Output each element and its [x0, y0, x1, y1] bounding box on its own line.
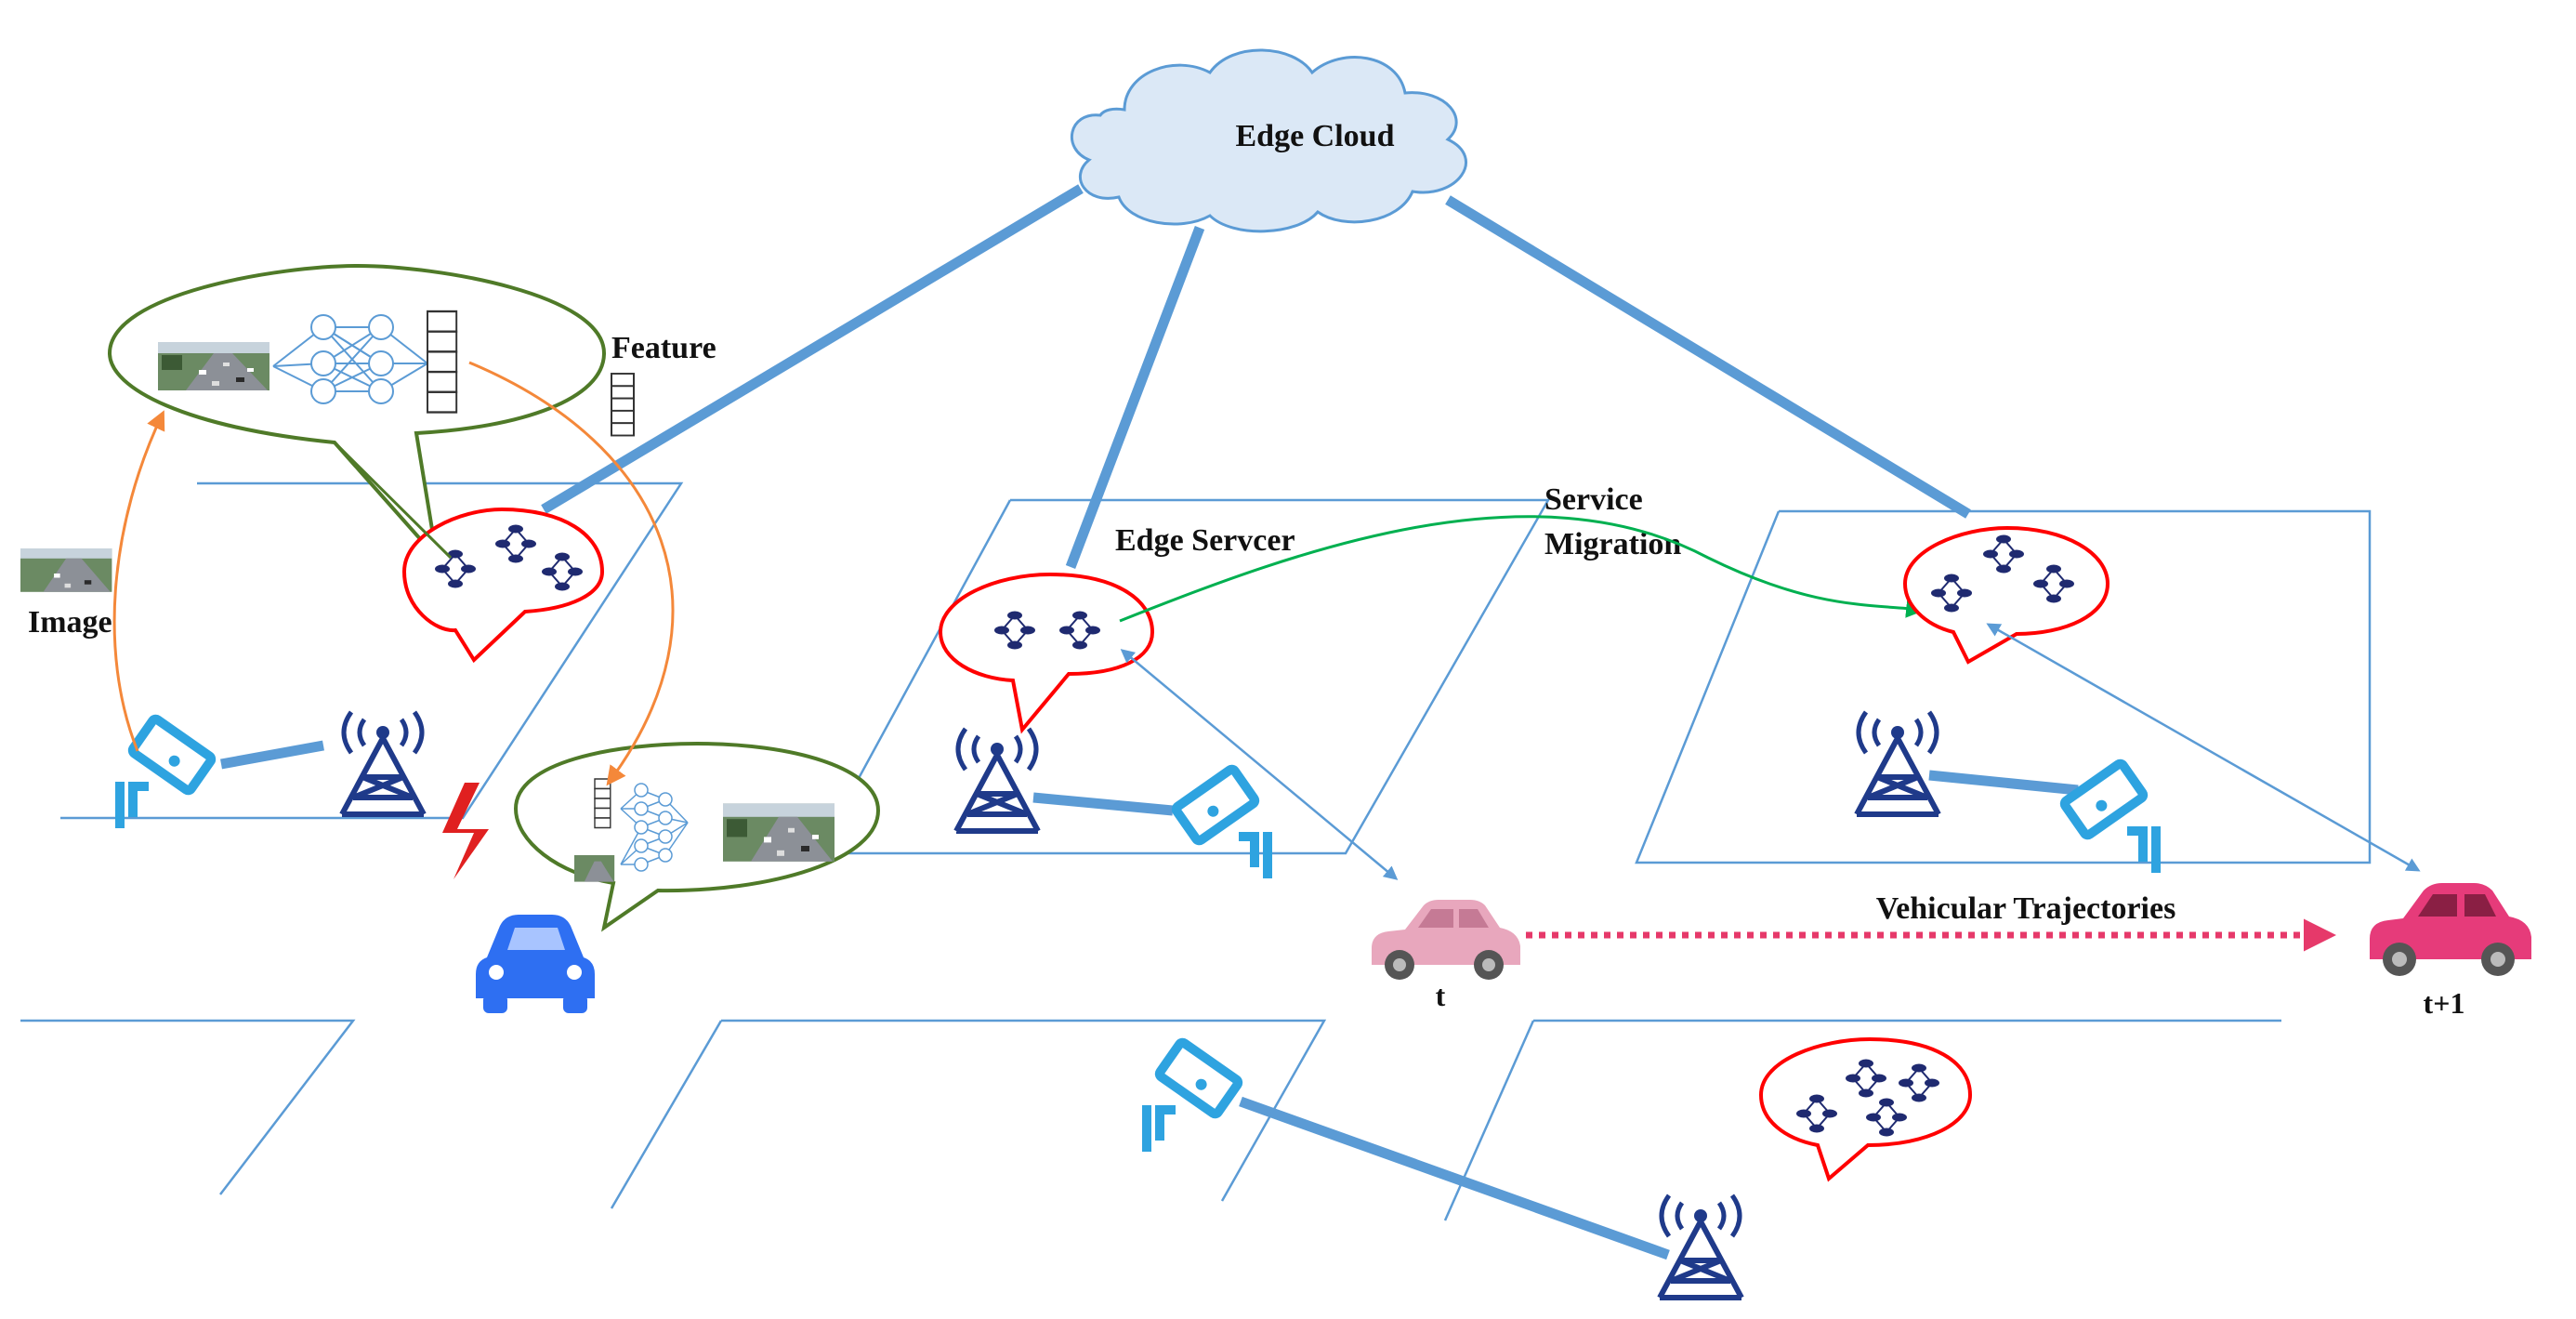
traffic-image-icon — [723, 803, 835, 862]
backhaul-links — [541, 184, 1971, 569]
road-curb-1 — [20, 1019, 356, 1195]
edge-server-bubble-right — [1902, 525, 2110, 665]
edge-cloud-label: Edge Cloud — [1236, 119, 1395, 153]
camera-icon — [2063, 762, 2156, 868]
decoder-bubble — [513, 741, 881, 932]
camera-icon — [1147, 1041, 1240, 1147]
car-server-link-t1 — [1986, 623, 2421, 872]
edge-server-bubble-left — [401, 507, 605, 664]
car-icon — [476, 915, 595, 1013]
feature-return-arrow — [468, 361, 675, 786]
trajectory-label: Vehicular Trajectories — [1876, 891, 2176, 926]
service-migration-label-2: Migration — [1544, 527, 1681, 561]
encoder-bubble — [107, 263, 607, 564]
time-t-label: t — [1436, 979, 1446, 1012]
road-curb-3b — [1443, 1020, 1535, 1221]
feature-vector-icon — [427, 310, 458, 414]
tower-icon — [956, 729, 1038, 831]
speech-bubble-red — [938, 572, 1155, 734]
tower-icon — [1857, 712, 1939, 814]
lightning-icon — [442, 783, 489, 879]
tower-icon — [342, 712, 424, 814]
camera-tower-link — [1239, 1096, 1670, 1260]
edge-server-bubble-middle — [938, 572, 1155, 734]
tower-camera-link — [1032, 792, 1174, 816]
service-migration-label-1: Service — [1544, 482, 1643, 517]
edge-server-bubble-bottom — [1758, 1036, 1973, 1182]
backhaul-left — [541, 184, 1084, 514]
service-migration-arrow — [1119, 515, 1926, 623]
car-server-link-t — [1120, 649, 1399, 880]
cloud-icon — [1071, 48, 1467, 233]
speech-bubble-green — [107, 263, 607, 564]
car-icon — [1372, 900, 1520, 980]
camera-tower-link — [220, 740, 324, 770]
car-icon — [2370, 883, 2531, 976]
speech-bubble-red — [1758, 1036, 1973, 1182]
camera-icon — [120, 718, 213, 824]
road-block-1 — [60, 481, 684, 820]
tower-icon — [1660, 1195, 1741, 1298]
feature-label: Feature — [611, 331, 716, 365]
edge-cloud: Edge Cloud — [1071, 48, 1467, 233]
feature-vector-icon — [611, 373, 635, 437]
neural-network-icon — [620, 783, 689, 872]
image-label: Image — [28, 605, 112, 640]
speech-bubble-red — [401, 507, 605, 664]
edge-server-label: Edge Servcer — [1115, 523, 1295, 558]
feature-vector-icon — [594, 778, 611, 829]
neural-network-icon — [272, 314, 428, 404]
backhaul-right — [1445, 195, 1971, 519]
backhaul-middle — [1065, 226, 1205, 569]
tower-camera-link — [1928, 770, 2079, 796]
road-curb-2 — [721, 1019, 1327, 1202]
road-curb-2b — [610, 1020, 723, 1209]
camera-icon — [1175, 768, 1268, 874]
traffic-image-icon — [574, 855, 615, 882]
traffic-image-icon — [20, 548, 112, 592]
time-t1-label: t+1 — [2424, 986, 2465, 1020]
upload-arrow — [112, 410, 165, 752]
bubble-tail-link — [333, 441, 453, 560]
traffic-image-icon — [158, 342, 269, 390]
